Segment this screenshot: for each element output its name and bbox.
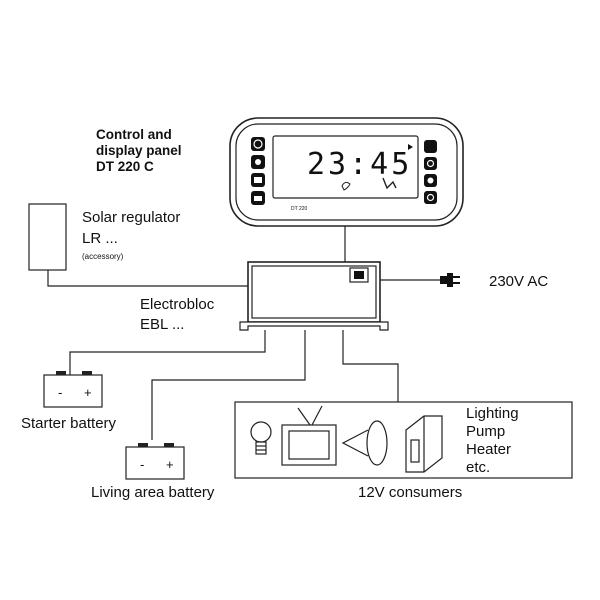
starter-battery-box: [43, 374, 103, 408]
starter-battery-label: Starter battery: [21, 415, 117, 432]
starter-battery-plus: +: [84, 385, 92, 400]
plug-icon: [440, 273, 453, 287]
play-indicator-icon: [408, 144, 413, 150]
panel-model-label: DT 220: [291, 206, 308, 212]
heater-icon: [405, 415, 443, 473]
panel-inner-frame: [235, 123, 458, 221]
clock-button-icon[interactable]: [251, 137, 265, 151]
consumer-item-3: etc.: [466, 459, 490, 476]
control-panel: Control and display panel DT 220 C 23:45…: [96, 117, 464, 227]
power-button-icon[interactable]: [424, 191, 437, 204]
mains-plug: 230V AC: [440, 273, 548, 290]
light-bulb-icon: [250, 421, 272, 455]
consumer-item-2: Heater: [466, 441, 511, 458]
consumers: Lighting Pump Heater etc. 12V consumers: [234, 401, 573, 501]
starter-battery-minus: -: [58, 385, 62, 400]
consumer-item-1: Pump: [466, 423, 505, 440]
electrobloc: Electrobloc EBL ...: [140, 261, 389, 333]
wire-ebl-to-consumers: [342, 330, 399, 402]
wire-ebl-to-living: [151, 330, 306, 440]
lcd-clock: 23:45: [307, 147, 412, 182]
solar-label-line1: Solar regulator: [82, 209, 180, 226]
electrobloc-base: [239, 321, 389, 331]
panel-outer-frame: [229, 117, 464, 227]
living-battery: - + Living area battery: [91, 443, 215, 501]
living-battery-box: [125, 446, 185, 480]
panel-title-line3: DT 220 C: [96, 159, 154, 174]
settings-button-icon[interactable]: [424, 157, 437, 170]
solar-label-line2: LR ...: [82, 230, 118, 247]
solar-label-line3: (accessory): [82, 252, 124, 261]
living-battery-plus: +: [166, 457, 174, 472]
wire-solar-to-ebl: [47, 270, 248, 287]
panel-title-line1: Control and: [96, 127, 172, 142]
living-battery-minus: -: [140, 457, 144, 472]
panel-title-line2: display panel: [96, 143, 182, 158]
starter-battery: - + Starter battery: [21, 371, 117, 432]
consumer-item-0: Lighting: [466, 405, 519, 422]
television-icon: [281, 405, 337, 466]
consumers-box: [234, 401, 573, 479]
pump-indicator-icon: [382, 177, 397, 190]
electrobloc-inner: [251, 265, 377, 319]
electrobloc-label-line2: EBL ...: [140, 316, 184, 333]
electrobloc-label-line1: Electrobloc: [140, 296, 215, 313]
consumers-label: 12V consumers: [358, 484, 462, 501]
lcd-display: [272, 135, 419, 199]
mains-label: 230V AC: [489, 273, 548, 290]
pump-icon: [341, 420, 388, 466]
solar-regulator: Solar regulator LR ... (accessory): [28, 203, 180, 271]
menu-button-icon[interactable]: [424, 140, 437, 153]
panel-right-buttons: [424, 140, 437, 204]
panel-left-buttons: [251, 137, 265, 205]
wire-ebl-to-starter: [69, 330, 266, 375]
wires: [47, 226, 440, 440]
living-battery-label: Living area battery: [91, 484, 215, 501]
tap-indicator-icon: [341, 181, 351, 191]
solar-regulator-box: [28, 203, 67, 271]
